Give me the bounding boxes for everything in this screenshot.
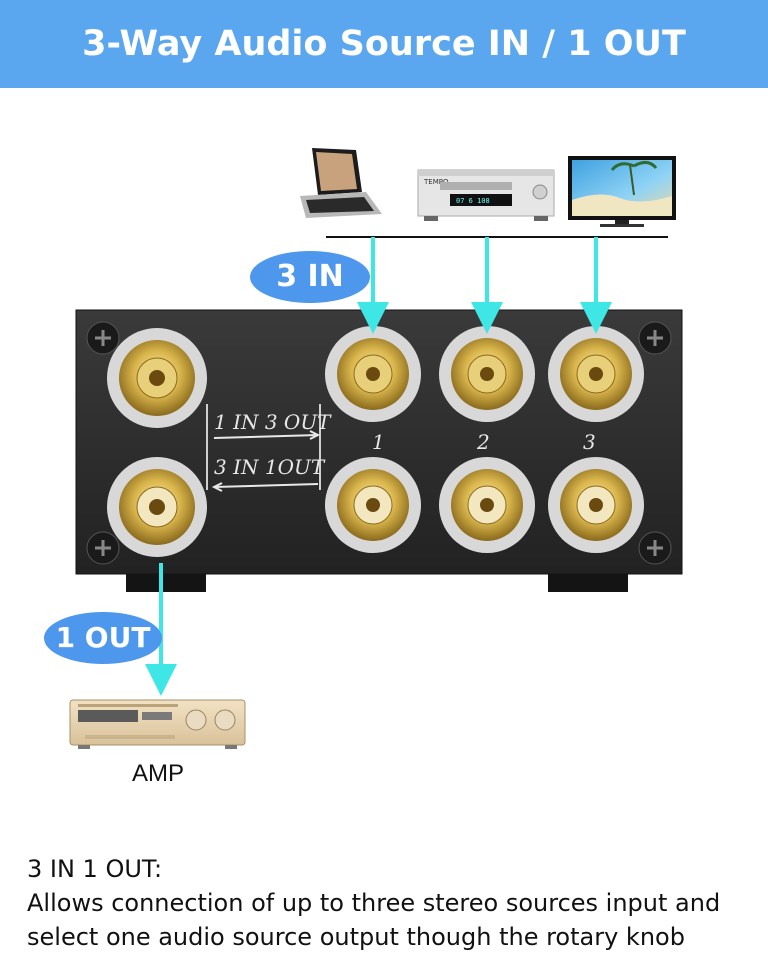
rca-jack-2-top: [439, 326, 535, 422]
page-title: 3-Way Audio Source IN / 1 OUT: [82, 24, 686, 64]
title-banner: [0, 0, 768, 88]
screw-icon: [86, 321, 120, 355]
screw-icon: [638, 321, 672, 355]
laptop-icon: [300, 148, 382, 218]
cd-brand-text: TEMPO: [423, 178, 449, 186]
rca-jack-1-top: [325, 326, 421, 422]
mode-label-top: 1 IN 3 OUT: [214, 410, 332, 434]
out-callout: 1 OUT: [44, 612, 162, 664]
port-number-2: 2: [476, 430, 490, 454]
port-number-1: 1: [372, 430, 385, 454]
rca-jack-3-bottom: [548, 457, 644, 553]
mode-arrow-top: [213, 434, 319, 439]
screw-icon: [86, 531, 120, 565]
rca-jack-common-top: [107, 328, 207, 428]
port-number-3: 3: [583, 430, 596, 454]
rca-jack-1-bottom: [325, 457, 421, 553]
mode-label-bottom: 3 IN 1OUT: [214, 455, 326, 479]
cd-display-text: 07 6 108: [456, 197, 490, 205]
description-line-2: select one audio source output though th…: [27, 923, 685, 951]
rca-jack-2-bottom: [439, 457, 535, 553]
description-heading: 3 IN 1 OUT:: [27, 855, 163, 883]
mode-arrow-bottom: [213, 483, 319, 488]
in-callout: 3 IN: [250, 251, 370, 303]
rca-jack-3-top: [548, 326, 644, 422]
description-line-1: Allows connection of up to three stereo …: [27, 889, 721, 917]
rca-jack-common-bottom: [107, 457, 207, 557]
description: 3 IN 1 OUT: Allows connection of up to t…: [27, 852, 767, 954]
cd-player-icon: TEMPO 07 6 108: [417, 169, 555, 221]
amplifier-icon: [69, 699, 246, 749]
tv-icon: [568, 156, 676, 227]
amp-label: AMP: [131, 760, 184, 787]
screw-icon: [638, 531, 672, 565]
